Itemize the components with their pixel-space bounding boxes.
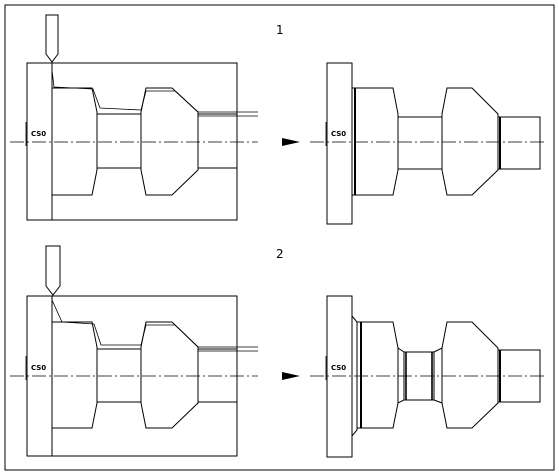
step-2-after-cs-label: CS0 — [331, 364, 346, 372]
step-1-before-cs-label: CS0 — [31, 130, 46, 138]
step-1-before: CS0 — [10, 14, 258, 221]
step-1-arrow — [282, 138, 300, 146]
step-2-before: CS0 — [10, 245, 258, 457]
step-1-after-cs-label: CS0 — [331, 130, 346, 138]
step-1: 1 CS0 — [10, 14, 545, 225]
step-2-before-cs-label: CS0 — [31, 364, 46, 372]
step-1-after: CS0 — [310, 62, 545, 225]
step-1-number: 1 — [276, 23, 284, 37]
step-2: 2 CS0 — [10, 245, 545, 458]
outer-border — [4, 4, 555, 471]
step-2-after: CS0 — [310, 295, 545, 458]
step-2-number: 2 — [276, 247, 284, 261]
step-2-arrow — [282, 372, 300, 380]
